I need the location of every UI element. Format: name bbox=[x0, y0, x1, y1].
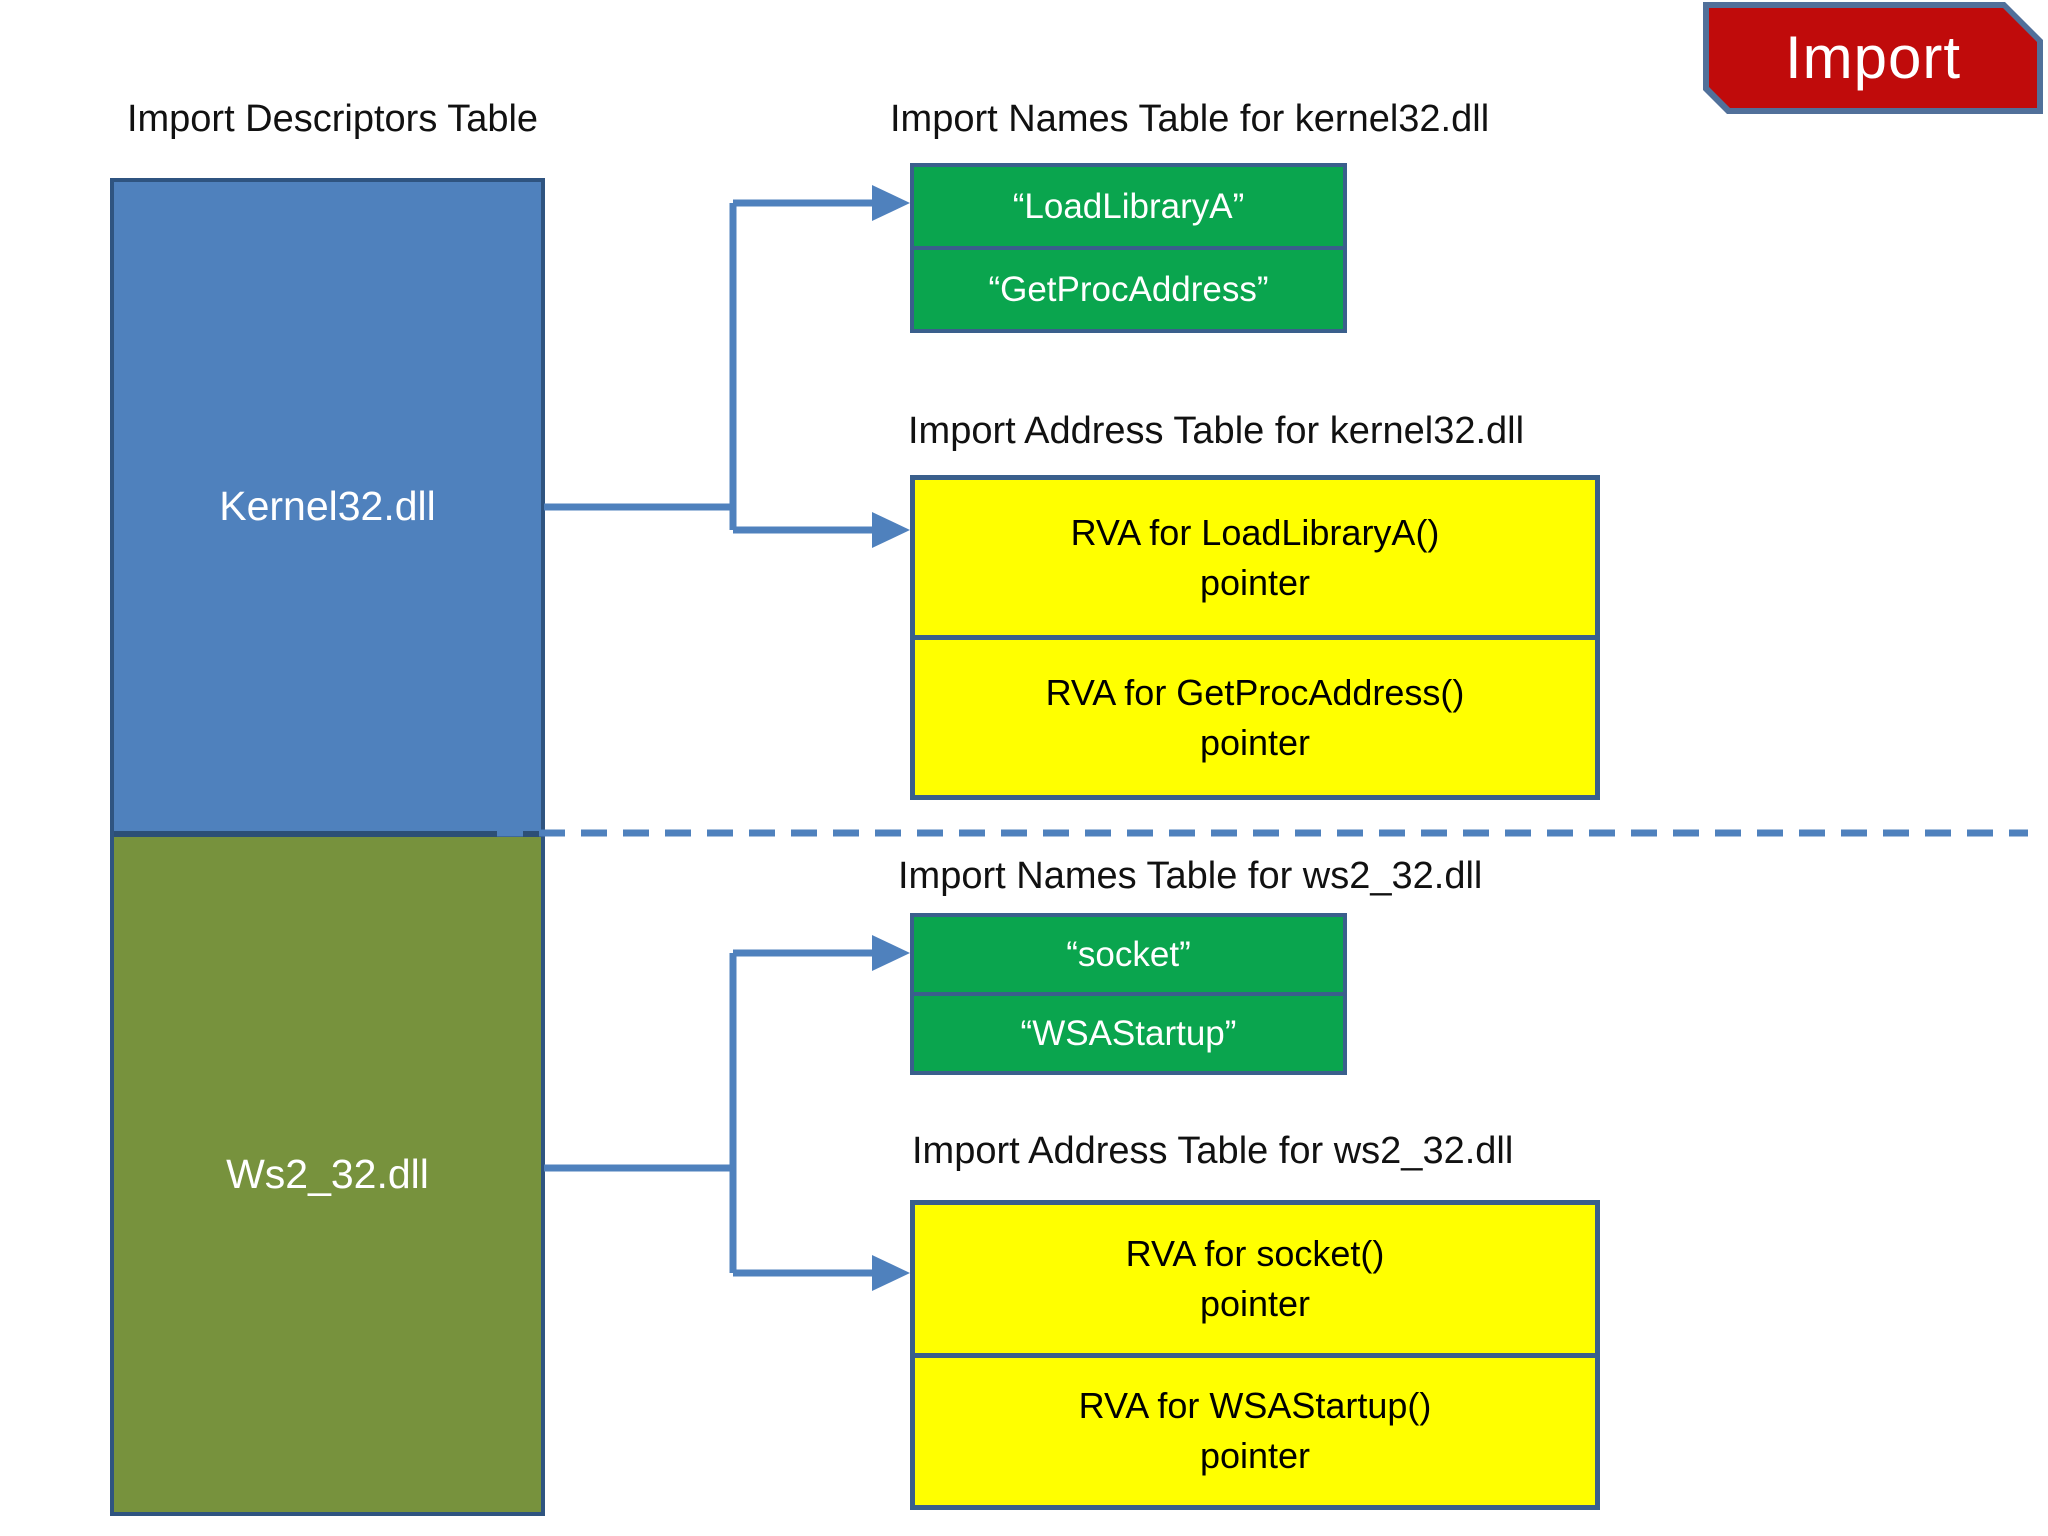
iat-table-ws2: RVA for socket() pointer RVA for WSAStar… bbox=[910, 1200, 1600, 1510]
name-cell-socket: “socket” bbox=[914, 917, 1343, 996]
heading-import-names-kernel32: Import Names Table for kernel32.dll bbox=[890, 98, 1490, 140]
descriptor-entry-ws2: Ws2_32.dll bbox=[114, 837, 541, 1512]
import-badge-face: Import bbox=[1709, 8, 2037, 108]
arrowhead-icon bbox=[872, 185, 910, 221]
arrowhead-icon bbox=[872, 935, 910, 971]
name-cell-wsastartup: “WSAStartup” bbox=[914, 996, 1343, 1071]
connector-ws2 bbox=[544, 949, 876, 1277]
arrowhead-icon bbox=[872, 512, 910, 548]
iat-cell-wsastartup-line1: RVA for WSAStartup() bbox=[1078, 1385, 1432, 1427]
name-cell-getprocaddress: “GetProcAddress” bbox=[914, 250, 1343, 329]
heading-import-address-ws2: Import Address Table for ws2_32.dll bbox=[912, 1130, 1514, 1172]
names-table-ws2: “socket” “WSAStartup” bbox=[910, 913, 1347, 1075]
descriptor-entry-kernel32-label: Kernel32.dll bbox=[219, 483, 436, 529]
iat-cell-loadlibrarya: RVA for LoadLibraryA() pointer bbox=[915, 480, 1595, 640]
names-table-kernel32: “LoadLibraryA” “GetProcAddress” bbox=[910, 163, 1347, 333]
connector-kernel32 bbox=[544, 199, 876, 534]
iat-cell-wsastartup: RVA for WSAStartup() pointer bbox=[915, 1357, 1595, 1505]
iat-cell-getprocaddress: RVA for GetProcAddress() pointer bbox=[915, 640, 1595, 795]
iat-table-kernel32: RVA for LoadLibraryA() pointer RVA for G… bbox=[910, 475, 1600, 800]
descriptor-entry-ws2-label: Ws2_32.dll bbox=[226, 1151, 429, 1197]
iat-cell-getprocaddress-line2: pointer bbox=[1199, 721, 1311, 763]
heading-import-address-kernel32: Import Address Table for kernel32.dll bbox=[908, 410, 1525, 452]
descriptor-entry-kernel32: Kernel32.dll bbox=[114, 182, 541, 837]
iat-cell-loadlibrarya-line2: pointer bbox=[1199, 561, 1311, 603]
heading-import-descriptors-table: Import Descriptors Table bbox=[126, 98, 539, 140]
import-badge-label: Import bbox=[1784, 24, 1962, 91]
name-cell-loadlibrarya: “LoadLibraryA” bbox=[914, 167, 1343, 250]
import-badge: Import bbox=[1703, 2, 2043, 114]
iat-cell-socket: RVA for socket() pointer bbox=[915, 1205, 1595, 1358]
iat-cell-getprocaddress-line1: RVA for GetProcAddress() bbox=[1045, 671, 1465, 713]
iat-cell-socket-line2: pointer bbox=[1199, 1282, 1311, 1324]
iat-cell-socket-line1: RVA for socket() bbox=[1125, 1232, 1385, 1274]
import-descriptors-table: Kernel32.dll Ws2_32.dll bbox=[110, 178, 545, 1516]
arrowhead-icon bbox=[872, 1255, 910, 1291]
iat-cell-loadlibrarya-line1: RVA for LoadLibraryA() bbox=[1070, 511, 1440, 553]
heading-import-names-ws2: Import Names Table for ws2_32.dll bbox=[898, 855, 1483, 897]
iat-cell-wsastartup-line2: pointer bbox=[1199, 1435, 1311, 1477]
